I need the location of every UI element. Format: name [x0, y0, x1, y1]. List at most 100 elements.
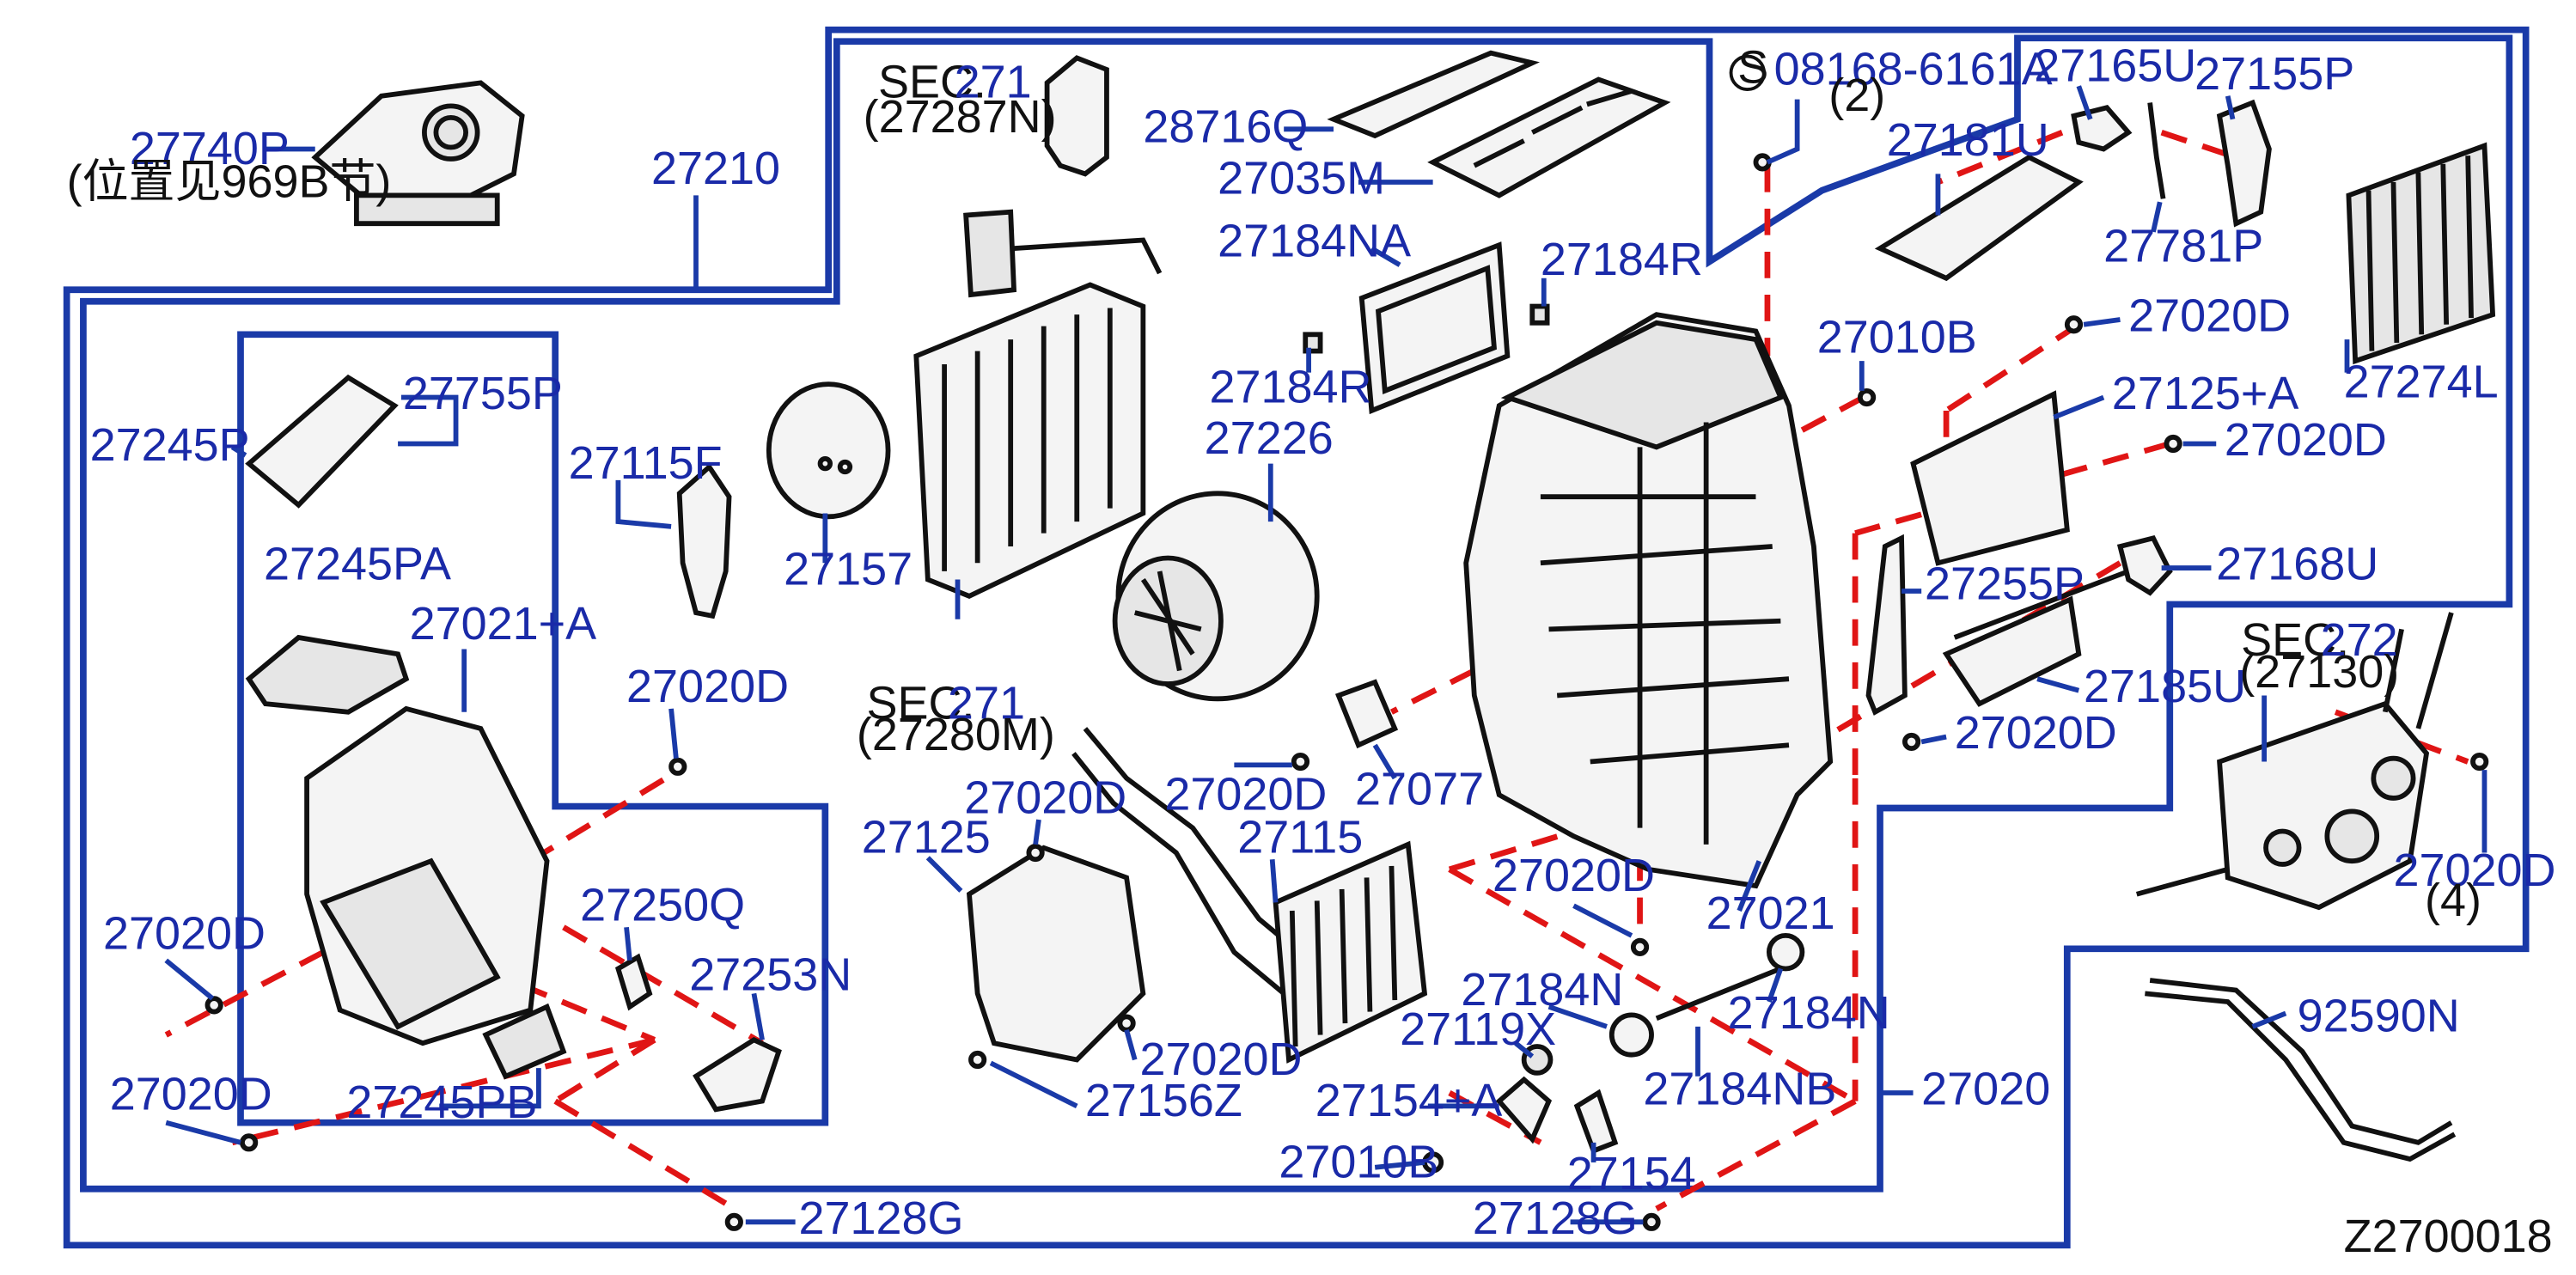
label-27210: 27210: [651, 143, 780, 194]
label-08168-6161A: 08168-6161A: [1774, 43, 2053, 95]
part-27184R-left: [1303, 332, 1323, 354]
part-27781P: [2147, 102, 2166, 199]
label-27181U: 27181U: [1887, 114, 2049, 166]
label-27184N-left: 27184N: [1461, 964, 1623, 1016]
part-27184N-left: [1608, 1012, 1654, 1058]
part-27157: [766, 381, 891, 520]
label-27077: 27077: [1355, 764, 1484, 815]
label-27020D-r2: 27020D: [2225, 414, 2387, 466]
label-27740P: 27740P: [130, 123, 290, 174]
label-27274L: 27274L: [2344, 357, 2499, 408]
label-qty-4: (4): [2425, 875, 2481, 926]
part-27125-cover: [966, 845, 1146, 1063]
part-27253N: [693, 1037, 782, 1113]
part-27184R-right: [1529, 303, 1550, 326]
label-27184N-right: 27184N: [1728, 987, 1890, 1039]
part-27185U: [1942, 595, 2082, 707]
part-27155P: [2216, 99, 2272, 228]
part-27181U: [1874, 154, 2084, 282]
label-27184NB: 27184NB: [1643, 1063, 1836, 1114]
label-92590N: 92590N: [2298, 991, 2460, 1042]
label-s-symbol: S: [1737, 41, 1768, 93]
label-sec-right-ref: (27130): [2239, 646, 2399, 698]
label-qty-2: (2): [1828, 70, 1885, 121]
part-27154: [1573, 1089, 1619, 1155]
label-27226: 27226: [1205, 412, 1334, 464]
part-27035M: [1427, 76, 1671, 198]
label-sec-mid-ref: (27280M): [857, 709, 1055, 760]
part-27077: [1334, 679, 1399, 749]
part-27274L: [2346, 142, 2496, 365]
label-27020D-right-qty: 27020D: [2393, 845, 2555, 896]
fasteners: [204, 153, 2489, 1231]
label-27020D-mid: 27020D: [626, 661, 789, 712]
part-27740P: [311, 80, 525, 227]
part-27184NB: [1655, 966, 1782, 1021]
label-27157: 27157: [784, 543, 913, 595]
label-sec-top-num: 271: [955, 57, 1032, 108]
label-27184R-right: 27184R: [1541, 234, 1703, 285]
label-27154A: 27154+A: [1315, 1075, 1503, 1126]
label-27020D-low: 27020D: [1492, 850, 1655, 901]
label-27128G-left: 27128G: [798, 1193, 963, 1244]
label-sec-mid-num: 271: [948, 677, 1025, 729]
s-symbol-circle: [1729, 54, 1767, 91]
label-27020D-center: 27020D: [1955, 707, 2117, 759]
label-27185U: 27185U: [2084, 661, 2246, 712]
label-27184R-left: 27184R: [1209, 361, 1371, 412]
part-27226: [1112, 491, 1320, 702]
label-28716Q: 28716Q: [1143, 101, 1308, 153]
part-92590N: [2145, 991, 2457, 1162]
label-27020D-left1: 27020D: [103, 907, 266, 959]
label-27010B-top: 27010B: [1817, 312, 1977, 363]
part-27021A: [304, 705, 550, 1046]
callout-labels: 27740P (位置见969B节) 27210 SEC. 271 (27287N…: [67, 40, 2556, 1262]
part-27184N-right: [1766, 933, 1805, 972]
part-27245P-seal: [245, 374, 399, 509]
part-28716Q: [1327, 50, 1541, 139]
label-27781P: 27781P: [2103, 221, 2263, 272]
part-hvac-case-27021: [1463, 312, 1834, 889]
label-27184NA: 27184NA: [1218, 216, 1411, 267]
label-27128G-right: 27128G: [1473, 1193, 1638, 1244]
label-27020D-left2: 27020D: [110, 1068, 272, 1119]
label-27020: 27020: [1921, 1063, 2050, 1114]
part-27245PB: [482, 1003, 567, 1080]
diagram-id: Z2700018: [2344, 1211, 2553, 1262]
label-27255P: 27255P: [1925, 558, 2085, 610]
part-heater-pipes: [1071, 727, 1310, 996]
part-27255P: [1865, 534, 1908, 716]
label-27020D-box: 27020D: [964, 772, 1126, 823]
label-27020D-box2: 27020D: [1140, 1034, 1303, 1085]
label-27245PA: 27245PA: [264, 539, 451, 590]
label-27125A: 27125+A: [2112, 368, 2299, 419]
label-sec-top-prefix: SEC.: [878, 57, 986, 108]
outer-frame-27210: [63, 26, 2530, 1249]
label-27165U: 27165U: [2034, 40, 2196, 91]
part-27245PA: [245, 634, 410, 715]
label-27035M: 27035M: [1218, 152, 1385, 204]
label-27245PB: 27245PB: [346, 1077, 537, 1128]
label-27250Q: 27250Q: [580, 880, 745, 931]
label-27020D-r1: 27020D: [2128, 290, 2291, 341]
label-sec-mid-prefix: SEC.: [867, 677, 975, 729]
label-sec-top-ref: (27287N): [864, 91, 1057, 143]
part-27184NA: [1358, 241, 1511, 415]
part-27115-core: [1273, 840, 1428, 1064]
label-27168U: 27168U: [2216, 539, 2378, 590]
part-27154A: [1495, 1076, 1553, 1144]
part-27125A: [1910, 390, 2070, 566]
label-note-969B: (位置见969B节): [67, 156, 392, 207]
label-27245P: 27245P: [90, 419, 250, 471]
label-sec-right-prefix: SEC.: [2241, 614, 2349, 666]
label-27021: 27021: [1706, 888, 1835, 939]
frame-27020: [80, 34, 2513, 1193]
frame-27245P: [237, 331, 829, 1126]
label-27156Z: 27156Z: [1085, 1075, 1242, 1126]
part-sec271-pipe-top: [1044, 55, 1109, 177]
label-27020D-blower: 27020D: [1164, 768, 1327, 820]
label-27010B-low: 27010B: [1279, 1136, 1438, 1187]
label-sec-right-num: 272: [2321, 614, 2398, 666]
label-27119X: 27119X: [1400, 1004, 1556, 1055]
